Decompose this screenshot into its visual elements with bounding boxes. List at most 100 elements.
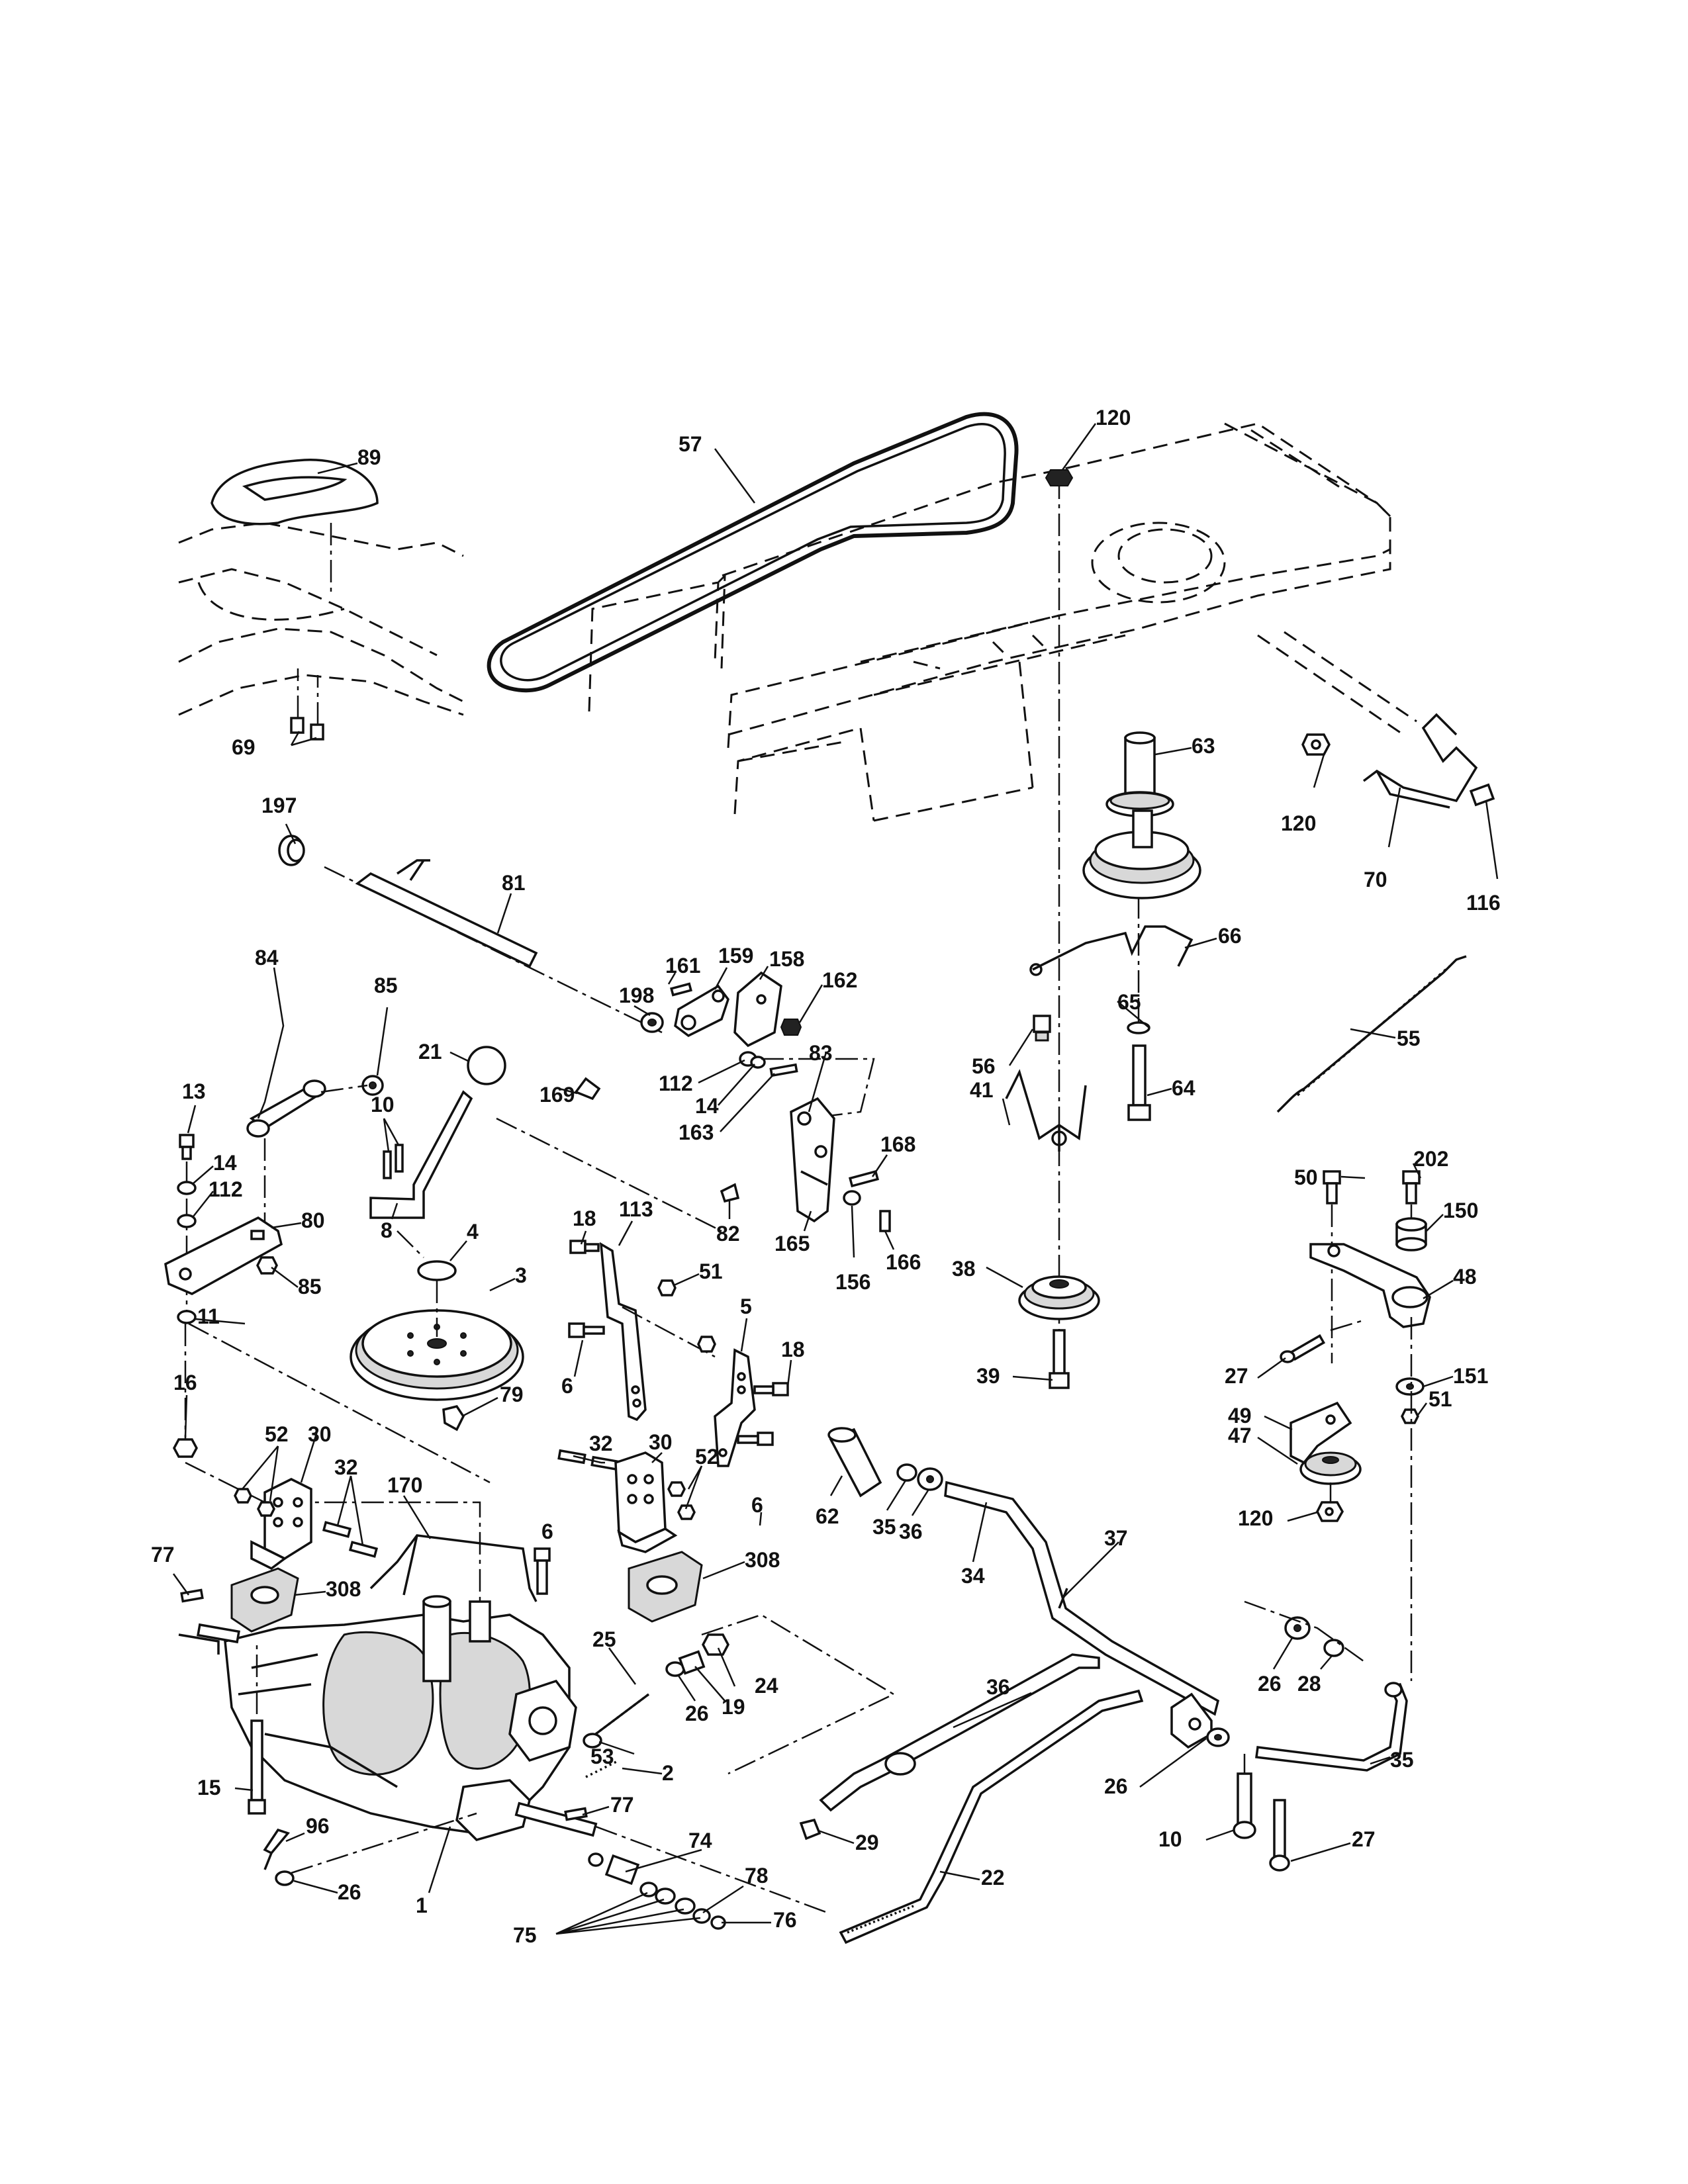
part-label: 82 (716, 1222, 740, 1246)
washer-151 (1395, 1377, 1425, 1396)
part-labels: 89 57 120 69 197 81 63 120 70 116 66 84 … (151, 406, 1501, 1947)
spacer-150 (1395, 1217, 1427, 1251)
part-label: 25 (592, 1627, 616, 1651)
part-label: 62 (816, 1504, 839, 1528)
bolt-6-left (568, 1322, 605, 1338)
part-label: 24 (755, 1674, 778, 1698)
bracket-170 (369, 1534, 538, 1602)
nut-120-lower (1316, 1501, 1344, 1522)
rod-22 (839, 1689, 1144, 1944)
part-label: 6 (541, 1520, 553, 1543)
part-label: 163 (679, 1120, 714, 1144)
bracket-30-left (250, 1478, 312, 1570)
part-label: 51 (699, 1259, 723, 1283)
part-label: 198 (619, 983, 654, 1007)
extension-spring-55 (1276, 955, 1467, 1113)
part-label: 26 (338, 1880, 361, 1904)
part-label: 120 (1238, 1506, 1273, 1530)
part-label: 75 (513, 1923, 537, 1947)
part-label: 202 (1413, 1147, 1448, 1171)
idler-pulley-47 (1299, 1451, 1362, 1485)
snap-ring-4 (417, 1260, 457, 1281)
drive-belt (487, 412, 1019, 693)
part-label: 38 (952, 1257, 976, 1281)
part-label: 2 (662, 1761, 674, 1785)
nut-85-lower (256, 1256, 278, 1275)
washers-14-112-left (177, 1181, 197, 1228)
washers-14-112 (739, 1051, 766, 1069)
screw-163 (769, 1063, 798, 1077)
nuts-52-left (234, 1488, 275, 1517)
part-label: 41 (970, 1078, 994, 1102)
bolt-6-right (737, 1432, 774, 1446)
part-label: 11 (197, 1304, 220, 1328)
washer-36-upper (917, 1467, 943, 1491)
part-label: 116 (1466, 891, 1501, 915)
bolt-69 (290, 668, 324, 741)
part-label: 18 (781, 1338, 805, 1361)
part-label: 83 (809, 1041, 833, 1065)
part-label: 52 (265, 1422, 289, 1446)
nut-162 (780, 1019, 802, 1036)
bracket-5 (714, 1348, 756, 1467)
leader-lines (172, 423, 1499, 1935)
part-label: 113 (619, 1197, 653, 1221)
bolt-64 (1127, 1044, 1151, 1121)
bolt-168 (848, 1169, 880, 1188)
part-label: 159 (718, 944, 753, 968)
bolt-27-lower (1269, 1799, 1290, 1872)
part-label: 36 (899, 1520, 923, 1543)
part-label: 49 (1228, 1404, 1252, 1428)
bolt-6-transaxle (534, 1547, 551, 1595)
part-label: 96 (306, 1814, 330, 1838)
nuts-52-right (667, 1481, 696, 1520)
part-label: 32 (589, 1432, 613, 1455)
part-label: 55 (1397, 1026, 1421, 1050)
spindle-63 (1105, 731, 1174, 817)
part-label: 50 (1294, 1165, 1318, 1189)
part-label: 57 (679, 432, 702, 456)
part-label: 63 (1192, 734, 1215, 758)
shift-rod-81 (355, 859, 538, 968)
ferrule-29 (799, 1818, 821, 1841)
bracket-158 (733, 971, 782, 1048)
bolt-15 (248, 1719, 266, 1815)
shift-arm-159 (674, 984, 729, 1038)
part-label: 18 (573, 1206, 596, 1230)
washer-198 (640, 1012, 664, 1033)
washer-11 (177, 1310, 197, 1324)
part-label: 161 (665, 954, 700, 978)
bracket-49 (1289, 1401, 1352, 1465)
part-label: 197 (261, 794, 297, 817)
part-label: 34 (961, 1564, 985, 1588)
part-label: 156 (835, 1270, 870, 1294)
spring-2 (585, 1759, 620, 1778)
key-79 (442, 1405, 465, 1432)
part-label: 36 (986, 1675, 1010, 1699)
part-label: 308 (326, 1577, 361, 1601)
nut-51-right (1401, 1408, 1419, 1424)
part-label: 112 (209, 1177, 243, 1201)
part-label: 66 (1218, 924, 1242, 948)
bracket-30-right (614, 1451, 678, 1553)
washer-26-mid (583, 1733, 602, 1749)
part-label: 166 (886, 1250, 921, 1274)
part-label: 150 (1443, 1199, 1478, 1222)
part-label: 29 (855, 1831, 879, 1854)
part-label: 78 (745, 1864, 769, 1888)
part-label: 168 (880, 1132, 915, 1156)
part-label: 21 (418, 1040, 442, 1064)
part-label: 69 (232, 735, 256, 759)
pulley-large (1082, 809, 1201, 899)
part-label: 1 (416, 1893, 428, 1917)
part-label: 22 (981, 1866, 1005, 1889)
part-label: 35 (1390, 1748, 1414, 1772)
bolt-116 (1469, 783, 1495, 807)
part-label: 65 (1117, 990, 1141, 1014)
part-label: 74 (688, 1829, 712, 1852)
bolt-202 (1402, 1170, 1421, 1205)
part-label: 26 (1258, 1672, 1282, 1696)
part-label: 120 (1096, 406, 1131, 430)
